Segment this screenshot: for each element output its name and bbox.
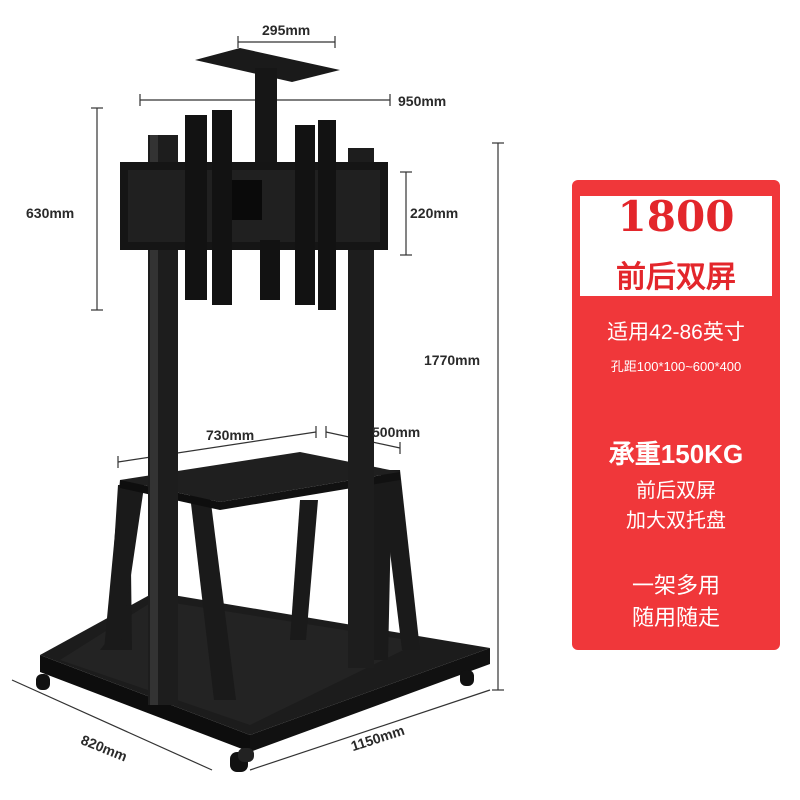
feature-1: 前后双屏 [636, 480, 716, 502]
camera-shelf [195, 48, 340, 178]
fit-range: 适用42-86英寸 [607, 321, 745, 344]
dimension-lines [11, 36, 504, 771]
load-capacity: 承重150KG [608, 439, 744, 469]
feature-panel: 1800 前后双屏 适用42-86英寸 孔距100*100~600*400 承重… [572, 180, 780, 650]
vesa-bracket [120, 110, 388, 310]
headline: 前后双屏 [616, 261, 736, 294]
feature-2: 加大双托盘 [626, 510, 726, 532]
model-number: 1800 [617, 192, 735, 241]
dim-mount-height: 630mm [26, 205, 75, 221]
vesa-spec: 孔距100*100~600*400 [610, 359, 742, 374]
dim-total-height: 1770mm [424, 352, 481, 368]
dim-overall-width: 950mm [398, 93, 447, 109]
panel-header [580, 196, 772, 296]
lower-frame [100, 470, 420, 700]
caster-wheels [36, 670, 474, 772]
dim-tray-width: 730mm [206, 427, 255, 443]
usage-2: 随用随走 [631, 605, 720, 630]
usage-1: 一架多用 [631, 573, 720, 598]
dim-top-plate: 295mm [262, 22, 311, 38]
dim-tray-depth: 500mm [372, 424, 421, 440]
dim-bracket-height: 220mm [410, 205, 459, 221]
